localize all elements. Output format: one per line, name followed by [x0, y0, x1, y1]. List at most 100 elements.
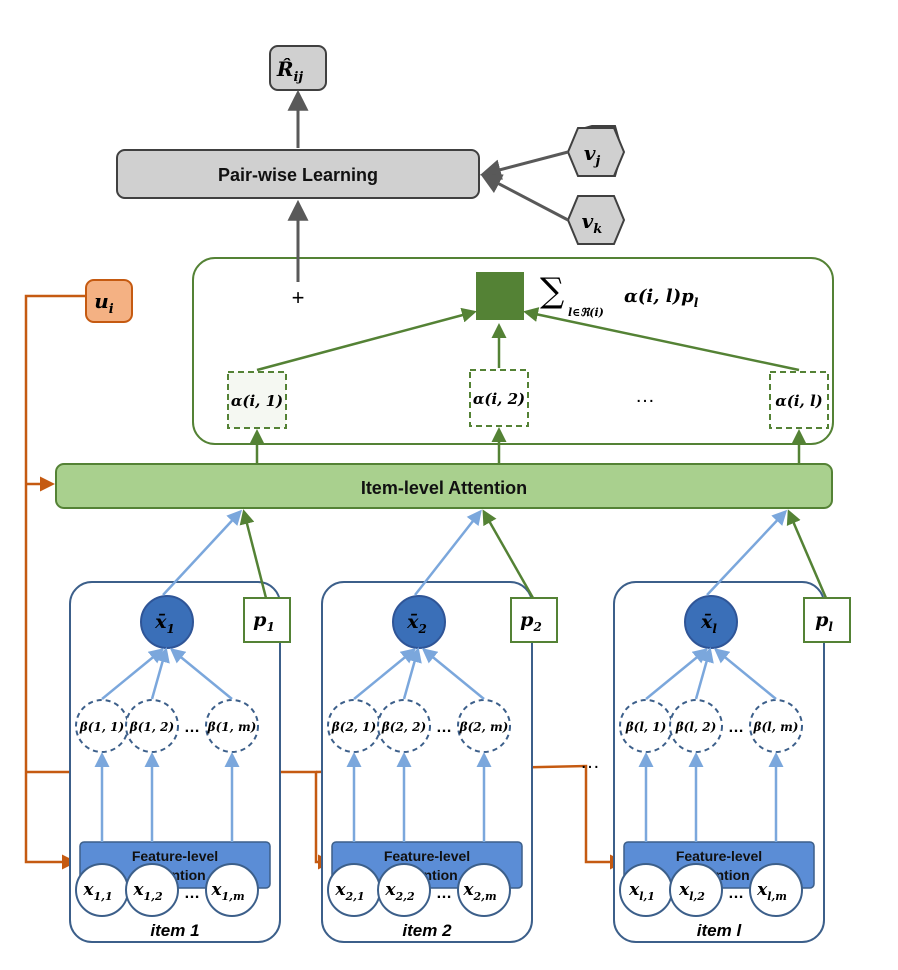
arrow-embedding-to-item-attention	[706, 509, 788, 596]
svg-text:vj: vj	[584, 141, 601, 169]
sum-expr: α(i, l)p	[624, 286, 694, 307]
feature-input-label: x	[756, 880, 768, 900]
svg-text:ui: ui	[94, 289, 114, 317]
beta-ellipsis: …	[436, 719, 452, 736]
output-label: R̂	[276, 57, 294, 81]
feature-input-label: x	[132, 880, 144, 900]
svg-text:x2,1: x2,1	[334, 880, 364, 903]
alpha-label-2: α(i, 2)	[473, 390, 525, 408]
svg-text:x̄1: x̄1	[154, 611, 175, 636]
feature-input-label: x	[82, 880, 94, 900]
feature-attention-line1: Feature-level	[676, 848, 762, 864]
svg-text:vk: vk	[582, 209, 603, 237]
item-id-embedding-box	[510, 597, 558, 643]
item-id-label: p	[815, 609, 829, 631]
item-level-attention-bar: Item-level Attention	[55, 463, 833, 509]
svg-text:xl,1: xl,1	[628, 880, 655, 903]
svg-text:x1,2: x1,2	[132, 880, 163, 903]
feature-input-ellipsis: …	[184, 885, 200, 902]
beta-ellipsis: …	[728, 719, 744, 736]
arrow-beta-to-embedding	[713, 648, 777, 700]
arrow-id-to-item-attention	[482, 509, 535, 599]
sum-expr-sub: l	[694, 296, 699, 310]
svg-text:x2,2: x2,2	[384, 880, 415, 903]
item-name: item 1	[150, 921, 199, 940]
arrow-id-to-item-attention	[239, 509, 268, 599]
arrow-embedding-to-item-attention	[162, 509, 243, 596]
svg-text:x1,1: x1,1	[82, 880, 112, 903]
user-sub: i	[109, 302, 114, 317]
item-id-sub: l	[828, 620, 833, 634]
feature-input-ellipsis: …	[728, 885, 744, 902]
svg-text:x1,m: x1,m	[210, 880, 244, 903]
item-id-sub: 2	[532, 620, 541, 634]
item-panel-2: x̄2β(2, 1)β(2, 2)β(2, m)…Feature-levelAt…	[321, 509, 558, 943]
feature-input-circle	[205, 863, 259, 917]
arrow-vj-to-pairwise	[479, 150, 569, 180]
beta-label: β(2, 2)	[381, 720, 426, 734]
feature-input-sub: l,m	[767, 890, 787, 903]
between-items-ellipsis: …	[580, 751, 600, 773]
item-id-embedding-box	[243, 597, 291, 643]
svg-text:R̂ij: R̂ij	[276, 57, 304, 85]
svg-text:p1: p1	[253, 609, 275, 634]
feature-input-label: x	[678, 880, 690, 900]
feature-input-circle	[377, 863, 431, 917]
alpha-label-1: α(i, 1)	[231, 392, 283, 410]
beta-label: β(l, m)	[753, 720, 799, 734]
svg-text:x2,m: x2,m	[462, 880, 496, 903]
vj-label: v	[584, 141, 596, 165]
item-id-label: p	[253, 609, 267, 631]
vj-sub: j	[592, 154, 600, 169]
svg-text:α(i, l)pl: α(i, l)pl	[624, 286, 699, 310]
feature-input-sub: l,2	[689, 890, 705, 903]
arrow-beta-to-embedding	[150, 647, 170, 700]
svg-text:xl,m: xl,m	[756, 880, 787, 903]
beta-label: β(l, 2)	[675, 720, 717, 734]
output-node: R̂ij	[269, 45, 327, 91]
feature-input-label: x	[384, 880, 396, 900]
item-panel-1: x̄1β(1, 1)β(1, 2)β(1, m)…Feature-levelAt…	[69, 509, 291, 943]
item-embedding-label: x̄	[154, 611, 167, 633]
item-embedding-sub: 1	[166, 622, 174, 636]
item-name: item l	[697, 921, 743, 940]
aggregation-box	[192, 257, 834, 445]
svg-text:pl: pl	[815, 609, 833, 634]
sum-subscript: l∈ℜ(i)	[568, 306, 604, 319]
arrow-beta-to-embedding	[169, 648, 233, 700]
feature-input-label: x	[462, 880, 474, 900]
item-id-embedding-box	[803, 597, 851, 643]
item-embedding-label: x̄	[700, 611, 713, 633]
feature-input-sub: l,1	[639, 890, 655, 903]
alpha-box-l: α(i, l)	[769, 371, 829, 429]
pairwise-learning-box: Pair-wise Learning	[116, 149, 480, 199]
arrow-id-to-item-attention	[786, 509, 828, 599]
plus-sign: +	[292, 285, 305, 310]
arrow-vk-to-pairwise	[480, 174, 569, 222]
beta-label: β(1, m)	[207, 720, 257, 734]
arrow-beta-to-embedding	[645, 648, 709, 700]
svg-text:x̄l: x̄l	[700, 611, 717, 636]
item-panel-3: x̄lβ(l, 1)β(l, 2)β(l, m)…Feature-levelAt…	[613, 509, 851, 943]
alpha-ellipsis: …	[635, 385, 655, 407]
feature-input-label: x	[334, 880, 346, 900]
feature-attention-line1: Feature-level	[132, 848, 218, 864]
arrow-beta-to-embedding	[353, 648, 417, 700]
feature-attention-line1: Feature-level	[384, 848, 470, 864]
arrow-beta-to-embedding	[101, 648, 165, 700]
arrow-alphal-to-square	[523, 307, 800, 372]
feature-input-sub: 1,2	[144, 890, 163, 903]
svg-text:x̄2: x̄2	[406, 611, 427, 636]
vj-node: vj	[566, 125, 626, 177]
output-sub: ij	[293, 70, 303, 85]
feature-input-sub: 1,1	[94, 890, 113, 903]
user-node: ui	[85, 279, 133, 323]
feature-input-sub: 2,1	[345, 890, 365, 903]
beta-label: β(l, 1)	[625, 720, 667, 734]
item-embedding-sub: 2	[417, 622, 426, 636]
item-id-label: p	[520, 609, 534, 631]
beta-label: β(2, 1)	[331, 720, 376, 734]
item-name: item 2	[402, 921, 452, 940]
feature-input-sub: 2,m	[473, 890, 497, 903]
